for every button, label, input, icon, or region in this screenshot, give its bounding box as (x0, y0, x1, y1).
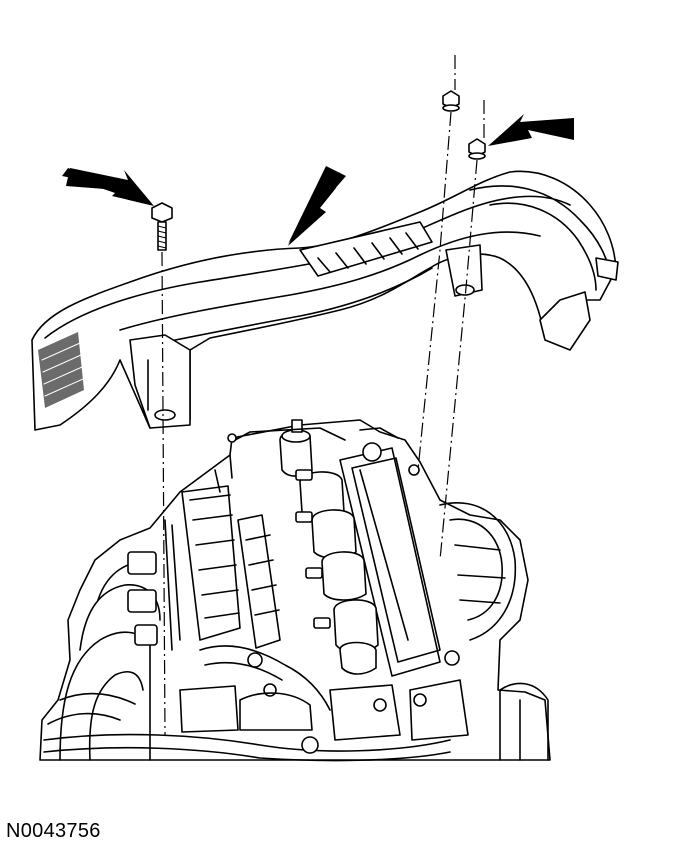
callout-arrow-right (488, 114, 574, 146)
ignition-coil-row (279, 419, 379, 675)
cover-grille-left (38, 332, 84, 408)
valve-cover-left (181, 485, 241, 641)
cover-mount-boss-right (445, 244, 483, 297)
engine-cover (31, 170, 619, 431)
bolt-right (468, 138, 486, 160)
callout-arrow-center (288, 166, 346, 246)
bolt-center (442, 90, 460, 112)
bolt-left (151, 202, 173, 251)
coolant-hose (43, 733, 451, 752)
cover-mount-boss-left (129, 334, 191, 429)
cover-clip-right (539, 291, 591, 351)
engine-outline (39, 419, 551, 761)
figure-reference-code: N0043756 (6, 820, 101, 842)
alignment-lines (161, 55, 485, 736)
intake-manifold-right (439, 502, 517, 641)
cover-ribbed-panel (299, 221, 433, 277)
engine-assembly (39, 419, 551, 762)
callout-arrow-left (62, 168, 154, 206)
